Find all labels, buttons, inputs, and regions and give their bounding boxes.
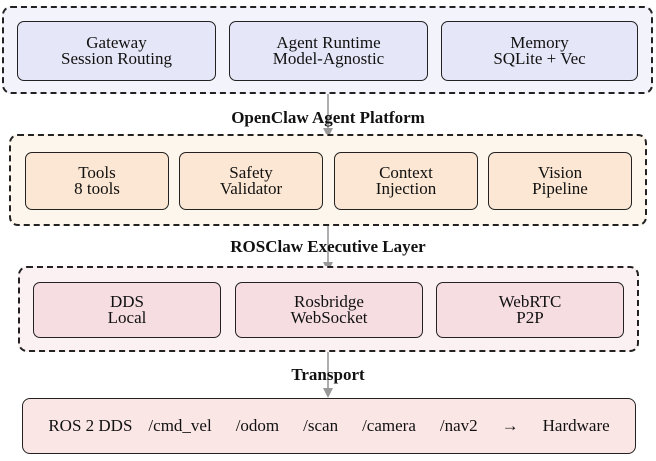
vision-title: Vision	[537, 163, 583, 182]
webrtc-subtitle: P2P	[516, 308, 544, 327]
rosbridge-box: Rosbridge WebSocket	[235, 282, 423, 338]
agent-runtime-title: Agent Runtime	[276, 33, 381, 52]
rosbridge-title: Rosbridge	[294, 292, 364, 311]
safety-subtitle: Validator	[219, 179, 283, 198]
transport-caption: Transport	[291, 365, 365, 384]
topic-camera: /camera	[362, 416, 416, 435]
dds-title: DDS	[109, 292, 144, 311]
tools-box: Tools 8 tools	[25, 152, 169, 210]
memory-title: Memory	[510, 33, 569, 52]
topic-scan: /scan	[303, 416, 339, 435]
agent-runtime-box: Agent Runtime Model-Agnostic	[229, 21, 428, 81]
platform-caption: OpenClaw Agent Platform	[231, 108, 425, 127]
topic-odom: /odom	[235, 416, 280, 435]
webrtc-title: WebRTC	[498, 292, 562, 311]
tools-title: Tools	[78, 163, 116, 182]
webrtc-box: WebRTC P2P	[436, 282, 624, 338]
gateway-subtitle: Session Routing	[61, 49, 172, 68]
memory-box: Memory SQLite + Vec	[441, 21, 638, 81]
safety-validator-box: Safety Validator	[179, 152, 323, 210]
safety-title: Safety	[229, 163, 273, 182]
tools-subtitle: 8 tools	[74, 179, 120, 198]
context-injection-box: Context Injection	[334, 152, 478, 210]
memory-subtitle: SQLite + Vec	[493, 49, 586, 68]
gateway-box: Gateway Session Routing	[17, 21, 216, 81]
dds-subtitle: Local	[107, 308, 147, 327]
agent-runtime-subtitle: Model-Agnostic	[272, 49, 385, 68]
ros2-hardware-row: ROS 2 DDS /cmd_vel /odom /scan /camera /…	[22, 398, 636, 454]
rosbridge-subtitle: WebSocket	[290, 308, 368, 327]
gateway-title: Gateway	[86, 33, 147, 52]
topic-nav2: /nav2	[439, 416, 478, 435]
context-subtitle: Injection	[375, 179, 437, 198]
dds-local-box: DDS Local	[33, 282, 221, 338]
topic-cmd-vel: /cmd_vel	[148, 416, 212, 435]
right-arrow-icon: →	[501, 416, 519, 435]
vision-subtitle: Pipeline	[532, 179, 588, 198]
vision-pipeline-box: Vision Pipeline	[488, 152, 632, 210]
context-title: Context	[379, 163, 433, 182]
arrow-transport-to-hardware	[323, 350, 333, 398]
ros2-dds-label: ROS 2 DDS	[48, 416, 133, 435]
hardware-label: Hardware	[542, 416, 610, 435]
executive-caption: ROSClaw Executive Layer	[230, 237, 426, 256]
